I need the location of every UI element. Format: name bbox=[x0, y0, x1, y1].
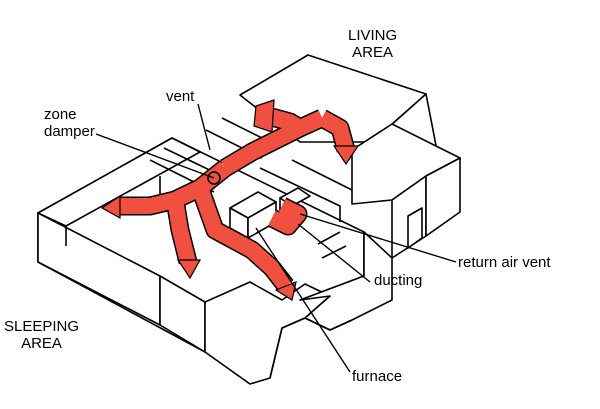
sleeping-area-label-line2: AREA bbox=[21, 335, 62, 352]
partition-5 bbox=[259, 167, 341, 222]
living-area-door bbox=[407, 207, 423, 249]
ducting-label: ducting bbox=[374, 272, 423, 289]
duct-return-loop bbox=[268, 198, 306, 234]
living-area-label: LIVING AREA bbox=[348, 27, 397, 61]
vent-arrow-down bbox=[176, 259, 202, 280]
partition-10 bbox=[321, 245, 347, 259]
sleeping-area-right-wall bbox=[299, 231, 393, 331]
duct-vent-branch bbox=[265, 108, 305, 135]
vent-arrow-right bbox=[332, 145, 360, 166]
zone-damper-label-line2: damper bbox=[44, 123, 95, 140]
zone-damper-label: zone damper bbox=[44, 106, 95, 140]
return-air-vent-leader bbox=[299, 213, 457, 263]
sleeping-area-label: SLEEPING AREA bbox=[4, 318, 79, 352]
sleeping-area-back-wall bbox=[37, 137, 201, 227]
return-air-vent-label: return air vent bbox=[458, 254, 551, 271]
duct-system bbox=[100, 99, 360, 301]
vent-arrow-left bbox=[253, 99, 275, 133]
duct-down-branch bbox=[167, 198, 196, 264]
furnace-label: furnace bbox=[352, 368, 403, 385]
living-area-end-wall bbox=[425, 157, 461, 237]
zone-damper-icon bbox=[207, 171, 221, 185]
duct-right-branch bbox=[318, 111, 354, 153]
leader-lines bbox=[95, 103, 457, 373]
zone-damper-label-line1: zone bbox=[44, 106, 77, 123]
vent-label: vent bbox=[166, 88, 195, 105]
zone-damper-leader bbox=[95, 133, 215, 179]
sleeping-area-roofline bbox=[269, 317, 353, 379]
vent-leader bbox=[197, 103, 211, 151]
duct-front-branch bbox=[192, 185, 293, 291]
ducting-leader bbox=[297, 223, 371, 283]
vent-arrow-far-left bbox=[100, 194, 121, 220]
sleeping-area-wing bbox=[37, 117, 393, 385]
partition-9 bbox=[317, 231, 341, 245]
furnace-leader bbox=[255, 227, 351, 373]
partition-6 bbox=[291, 159, 353, 191]
duct-trunk bbox=[220, 110, 326, 175]
vent-arrow-front bbox=[274, 281, 297, 301]
living-area-label-line2: AREA bbox=[352, 44, 394, 61]
living-area-label-line1: LIVING bbox=[348, 27, 398, 44]
sleeping-area-label-line1: SLEEPING bbox=[4, 318, 80, 335]
